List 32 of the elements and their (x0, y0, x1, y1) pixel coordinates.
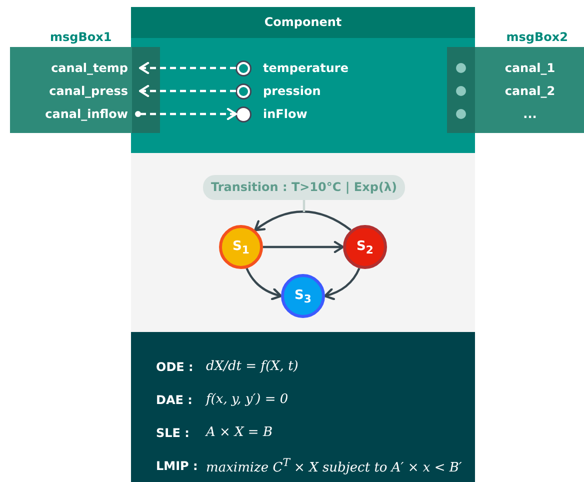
port-label: temperature (263, 60, 348, 76)
arrow (324, 268, 360, 300)
arrow (246, 268, 282, 300)
port-label: pression (263, 83, 321, 99)
equation-label: ODE : (156, 360, 194, 374)
port-label: inFlow (263, 106, 308, 122)
equation: dX/dt = f(X, t) (206, 359, 298, 374)
equation-label: SLE : (156, 426, 190, 440)
leader-line (302, 200, 306, 212)
box-heading: msgBox2 (506, 29, 568, 45)
component-box (131, 7, 475, 153)
dashed-arrow (135, 108, 238, 120)
channel-label: canal_temp (20, 60, 140, 76)
equation: A × X = B (206, 425, 273, 440)
channel-label: canal_inflow (20, 106, 140, 122)
equation-label: LMIP : (156, 458, 199, 472)
component-header: Component (131, 7, 475, 38)
channel-label: ... (485, 106, 575, 122)
channel-label: canal_1 (485, 60, 575, 76)
port (236, 60, 346, 76)
equations-panel (131, 332, 475, 482)
channel-label: canal_press (20, 83, 140, 99)
arrow (263, 240, 344, 254)
channel-label: canal_2 (485, 83, 575, 99)
equation-label: DAE : (156, 392, 194, 406)
arrow (254, 210, 352, 232)
equation: maximize C$^{T}$ × X subject to A′ × x < B′ (206, 456, 462, 476)
transition-tag: Transition : T>10°C | Exp(λ) (203, 175, 405, 200)
dashed-arrow (138, 62, 236, 74)
equation: f(x, y, y′) = 0 (206, 392, 288, 407)
box-heading: msgBox1 (50, 29, 112, 45)
dashed-arrow (138, 84, 236, 98)
